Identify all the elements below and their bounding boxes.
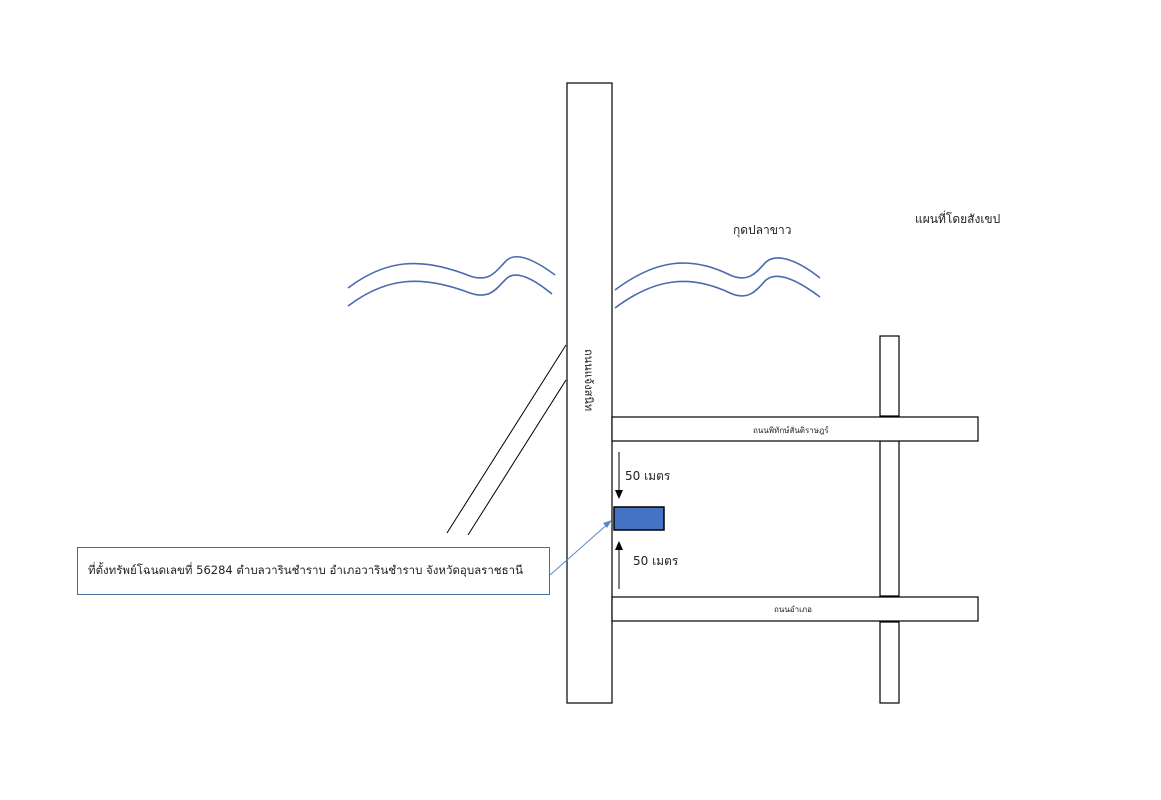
upper-horizontal-road [611, 416, 979, 442]
main-road-label: ถนนแจ้งสนิท [582, 349, 595, 411]
river-right [614, 257, 821, 309]
river-line [614, 257, 821, 291]
diagonal-road-line [467, 379, 567, 536]
callout-leader-line [549, 521, 611, 576]
upper-road-label: ถนนพิทักษ์สันติราษฎร์ [753, 425, 829, 435]
lower-horizontal-road [611, 596, 979, 622]
river-label: กุดปลาขาว [733, 223, 791, 238]
right-vertical-road-segment [879, 621, 900, 704]
lower-road-label: ถนนอำเภอ [774, 605, 812, 614]
map-title: แผนที่โดยสังเขป [915, 210, 1000, 226]
callout-leader-arrow [603, 520, 612, 528]
arrow-icon [615, 541, 623, 589]
north-distance-label: 50 เมตร [625, 469, 671, 483]
river-left [347, 256, 556, 307]
main-vertical-road [566, 82, 613, 704]
arrow-icon [615, 452, 623, 499]
right-vertical-road-segment [879, 440, 900, 597]
river-line [347, 274, 553, 307]
diagonal-road [446, 344, 567, 536]
diagonal-road-line [446, 344, 567, 534]
south-distance-label: 50 เมตร [633, 554, 679, 568]
property-callout-text: ที่ตั้งทรัพย์โฉนดเลขที่ 56284 ตำบลวารินช… [88, 563, 523, 577]
property-callout-box: ที่ตั้งทรัพย์โฉนดเลขที่ 56284 ตำบลวารินช… [77, 547, 550, 595]
river-line [347, 256, 556, 289]
property-location-marker [613, 506, 665, 531]
river-line [614, 275, 821, 309]
right-vertical-road-segment [879, 335, 900, 417]
